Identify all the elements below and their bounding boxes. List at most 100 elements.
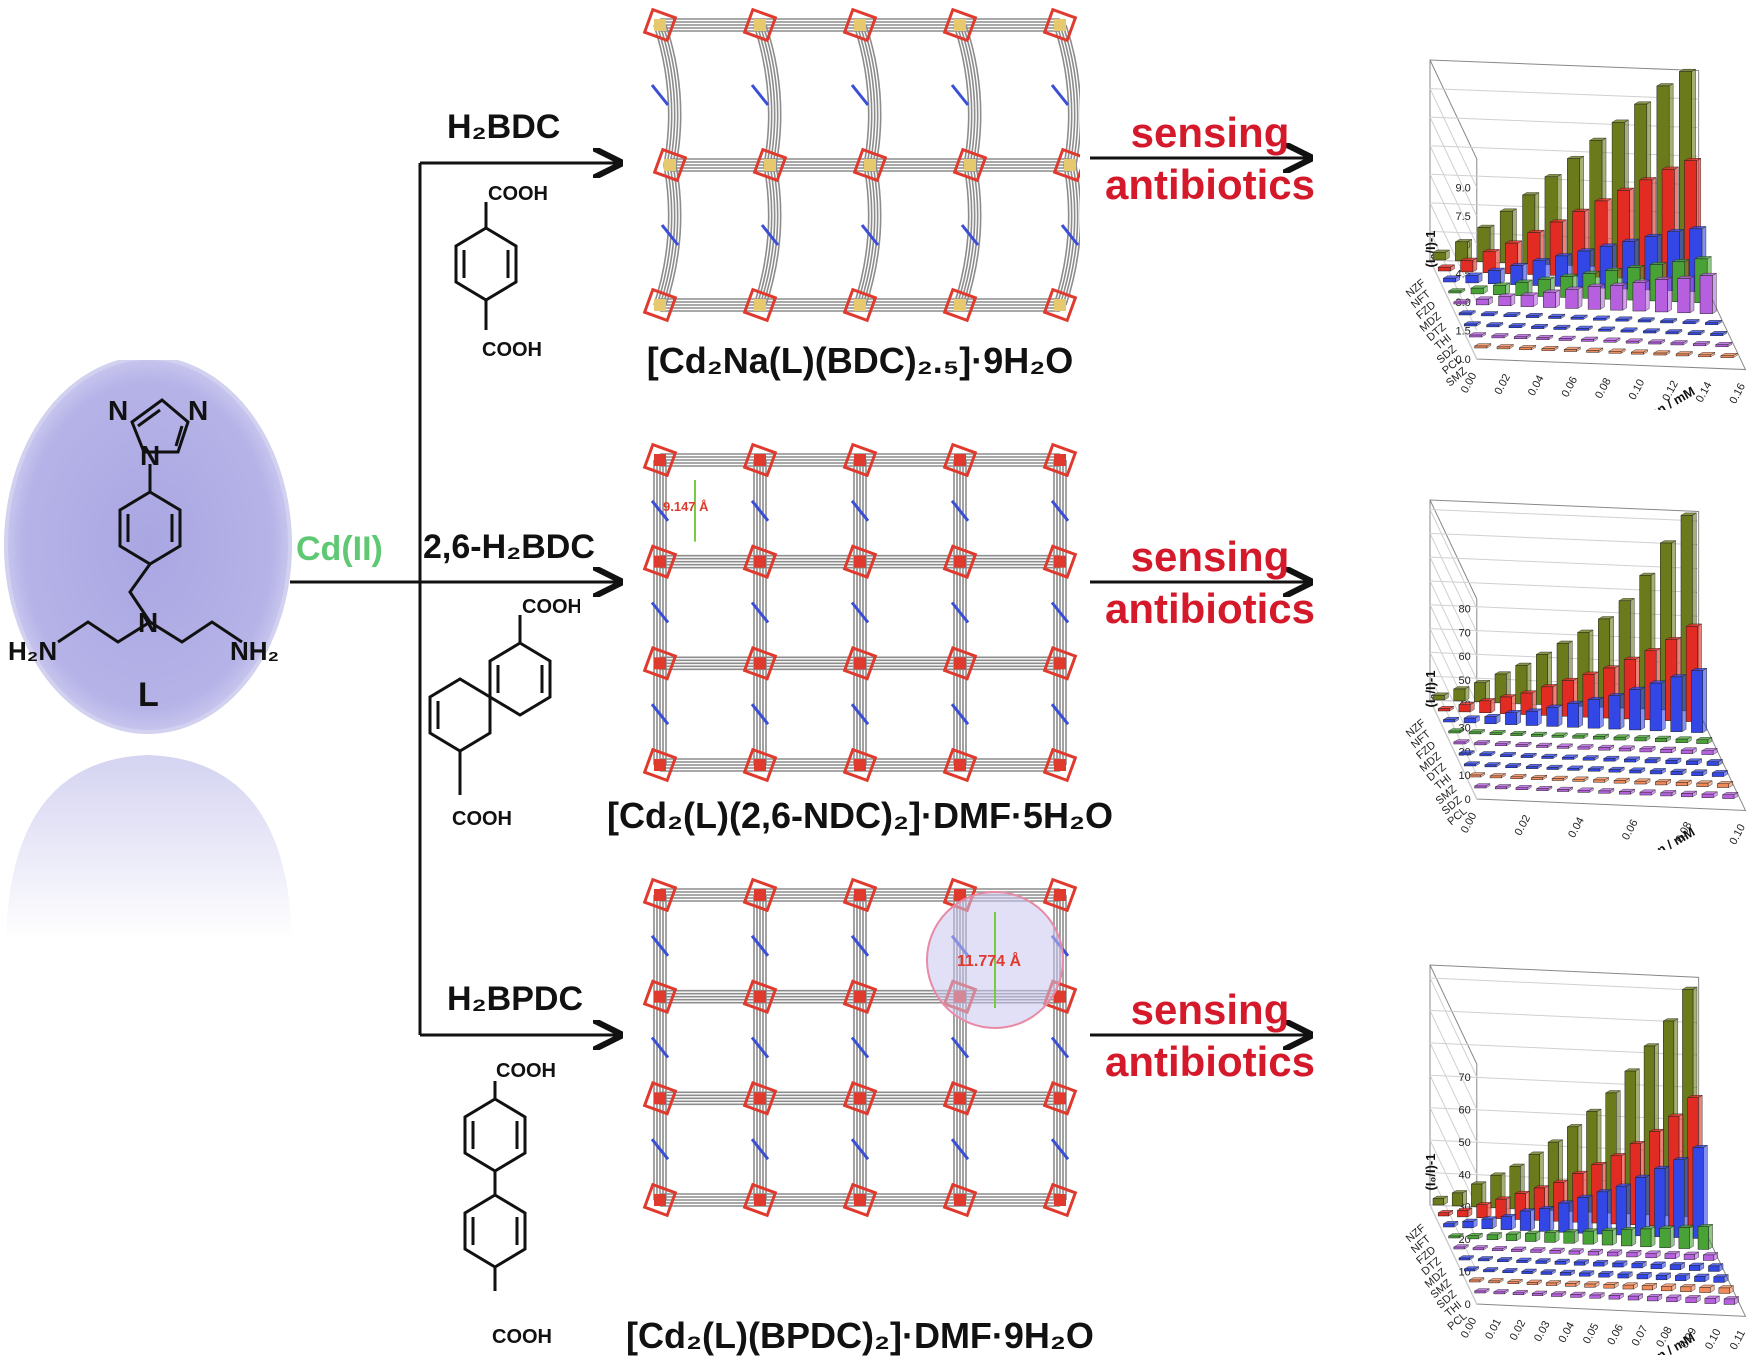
- chart-bar: [1722, 794, 1735, 799]
- chart-bar: [1620, 329, 1634, 333]
- chart-bar: [1636, 1274, 1648, 1280]
- chart-bar: [1577, 790, 1590, 793]
- chart-bar: [1706, 761, 1719, 766]
- chart-bar: [1493, 1291, 1505, 1295]
- chart-bar: [1562, 757, 1574, 760]
- framework-linker: [850, 1036, 870, 1059]
- chart-bar: [1479, 700, 1492, 714]
- chart-bar: [1540, 1271, 1552, 1275]
- chart-bar: [1448, 290, 1462, 294]
- framework-linker: [660, 224, 680, 246]
- framework-metal-node: [952, 147, 988, 183]
- chart-x-tick: 0.14: [1694, 380, 1715, 405]
- chart-y-label: (I₀/I)-1: [1423, 1154, 1438, 1191]
- chart-gridline: [1429, 1010, 1478, 1110]
- framework-metal-node: [1042, 544, 1078, 579]
- chart-bar: [1617, 1273, 1629, 1279]
- chart-gridline: [1429, 533, 1478, 633]
- chart-bar: [1608, 1295, 1620, 1300]
- chart-bar: [1587, 768, 1600, 772]
- chart-bar-side: [1640, 686, 1645, 731]
- chart-bar-side: [1568, 1200, 1574, 1233]
- framework-linker: [650, 1036, 670, 1059]
- chart-x-tick: 0.06: [1620, 818, 1641, 843]
- chart-y-tick: 80: [1459, 604, 1471, 616]
- bpdc-cooh-top: COOH: [496, 1060, 556, 1082]
- framework-strut: [965, 24, 982, 166]
- framework-linker: [1050, 601, 1070, 624]
- chart-gridline: [1429, 556, 1699, 570]
- chart-bar: [1647, 1296, 1659, 1302]
- framework-metal-core: [954, 1092, 966, 1105]
- chart-bar-side: [1593, 1228, 1598, 1245]
- chart-gridline: [1429, 116, 1699, 129]
- chart-gridline: [1429, 1042, 1478, 1143]
- chart-x-tick: 0.08: [1593, 376, 1614, 401]
- chart-gridline: [1429, 145, 1699, 157]
- chart-series-dtz: [1447, 1223, 1714, 1250]
- reagent-1: H₂BDC: [447, 108, 561, 146]
- chart-x-tick: 0.04: [1566, 815, 1587, 840]
- framework-metal-core: [754, 454, 766, 466]
- framework-strut: [956, 24, 973, 166]
- chart-y-tick: 70: [1459, 1072, 1471, 1084]
- chart-y-tick: 60: [1459, 1104, 1471, 1116]
- chart-bar: [1536, 745, 1549, 748]
- chart-bar: [1553, 327, 1567, 330]
- chart-bar: [1470, 287, 1484, 295]
- framework-linker: [950, 1036, 970, 1059]
- framework-metal-node: [842, 7, 878, 43]
- chart-bar: [1696, 739, 1709, 744]
- chart-bar: [1548, 316, 1562, 319]
- chart-bar: [1644, 759, 1657, 764]
- chart-bar: [1598, 747, 1611, 751]
- chart-bar: [1634, 780, 1647, 785]
- chart-bar: [1629, 769, 1642, 774]
- chart-series-sdz: [1463, 1266, 1729, 1283]
- framework-strut: [853, 164, 870, 306]
- chart-bar: [1500, 754, 1512, 758]
- framework-metal-core: [954, 555, 966, 568]
- chart-gridline: [1429, 509, 1478, 609]
- chart-bar: [1570, 1294, 1582, 1298]
- chart-bar: [1607, 1251, 1619, 1257]
- framework-metal-core: [854, 555, 866, 568]
- chart-gridline: [1429, 116, 1478, 217]
- framework-linker: [650, 934, 670, 957]
- framework-metal-node: [642, 287, 678, 323]
- framework-linker: [650, 1138, 670, 1161]
- chart-series-thi: [1458, 310, 1723, 326]
- chart-bar-side: [1661, 680, 1666, 732]
- framework-strut: [865, 24, 882, 166]
- chart-bar: [1699, 1287, 1711, 1293]
- chart-bar-side: [1537, 708, 1542, 726]
- chart-bar: [1621, 1229, 1633, 1247]
- bdc-cooh-top: COOH: [488, 183, 548, 205]
- chart-bar: [1494, 743, 1507, 747]
- chart-bar-side: [1622, 282, 1628, 311]
- chart-series-sdz: [1468, 772, 1734, 788]
- chart-gridline: [1429, 1107, 1478, 1207]
- chart-bpdc: 010203040506070(I₀/I)-1NZFNFTFZDDTZMDZSM…: [1404, 964, 1748, 1355]
- chart-bar-side: [1530, 1208, 1535, 1231]
- chart-bar: [1541, 756, 1554, 759]
- chart-bar: [1432, 252, 1446, 261]
- chart-bar: [1567, 768, 1580, 771]
- chart-bar: [1643, 330, 1656, 334]
- chart-bar: [1458, 1257, 1470, 1261]
- chart-bar: [1686, 760, 1698, 765]
- chart-bar: [1575, 328, 1589, 331]
- chart-bar: [1596, 1191, 1608, 1235]
- framework-linker: [860, 224, 880, 246]
- chart-x-tick: 0.10: [1627, 377, 1648, 402]
- atom-nh2-left: H₂N: [8, 636, 57, 666]
- chart-bar: [1613, 736, 1626, 741]
- framework-metal-node: [1042, 442, 1078, 478]
- framework-metal-core: [854, 299, 866, 311]
- chart-bar: [1608, 769, 1621, 773]
- chart-bar: [1472, 1247, 1484, 1251]
- framework-strut: [1059, 164, 1076, 306]
- framework-strut: [665, 24, 682, 166]
- sensing-2-line1: sensing: [1130, 533, 1290, 580]
- chart-bar: [1598, 790, 1611, 794]
